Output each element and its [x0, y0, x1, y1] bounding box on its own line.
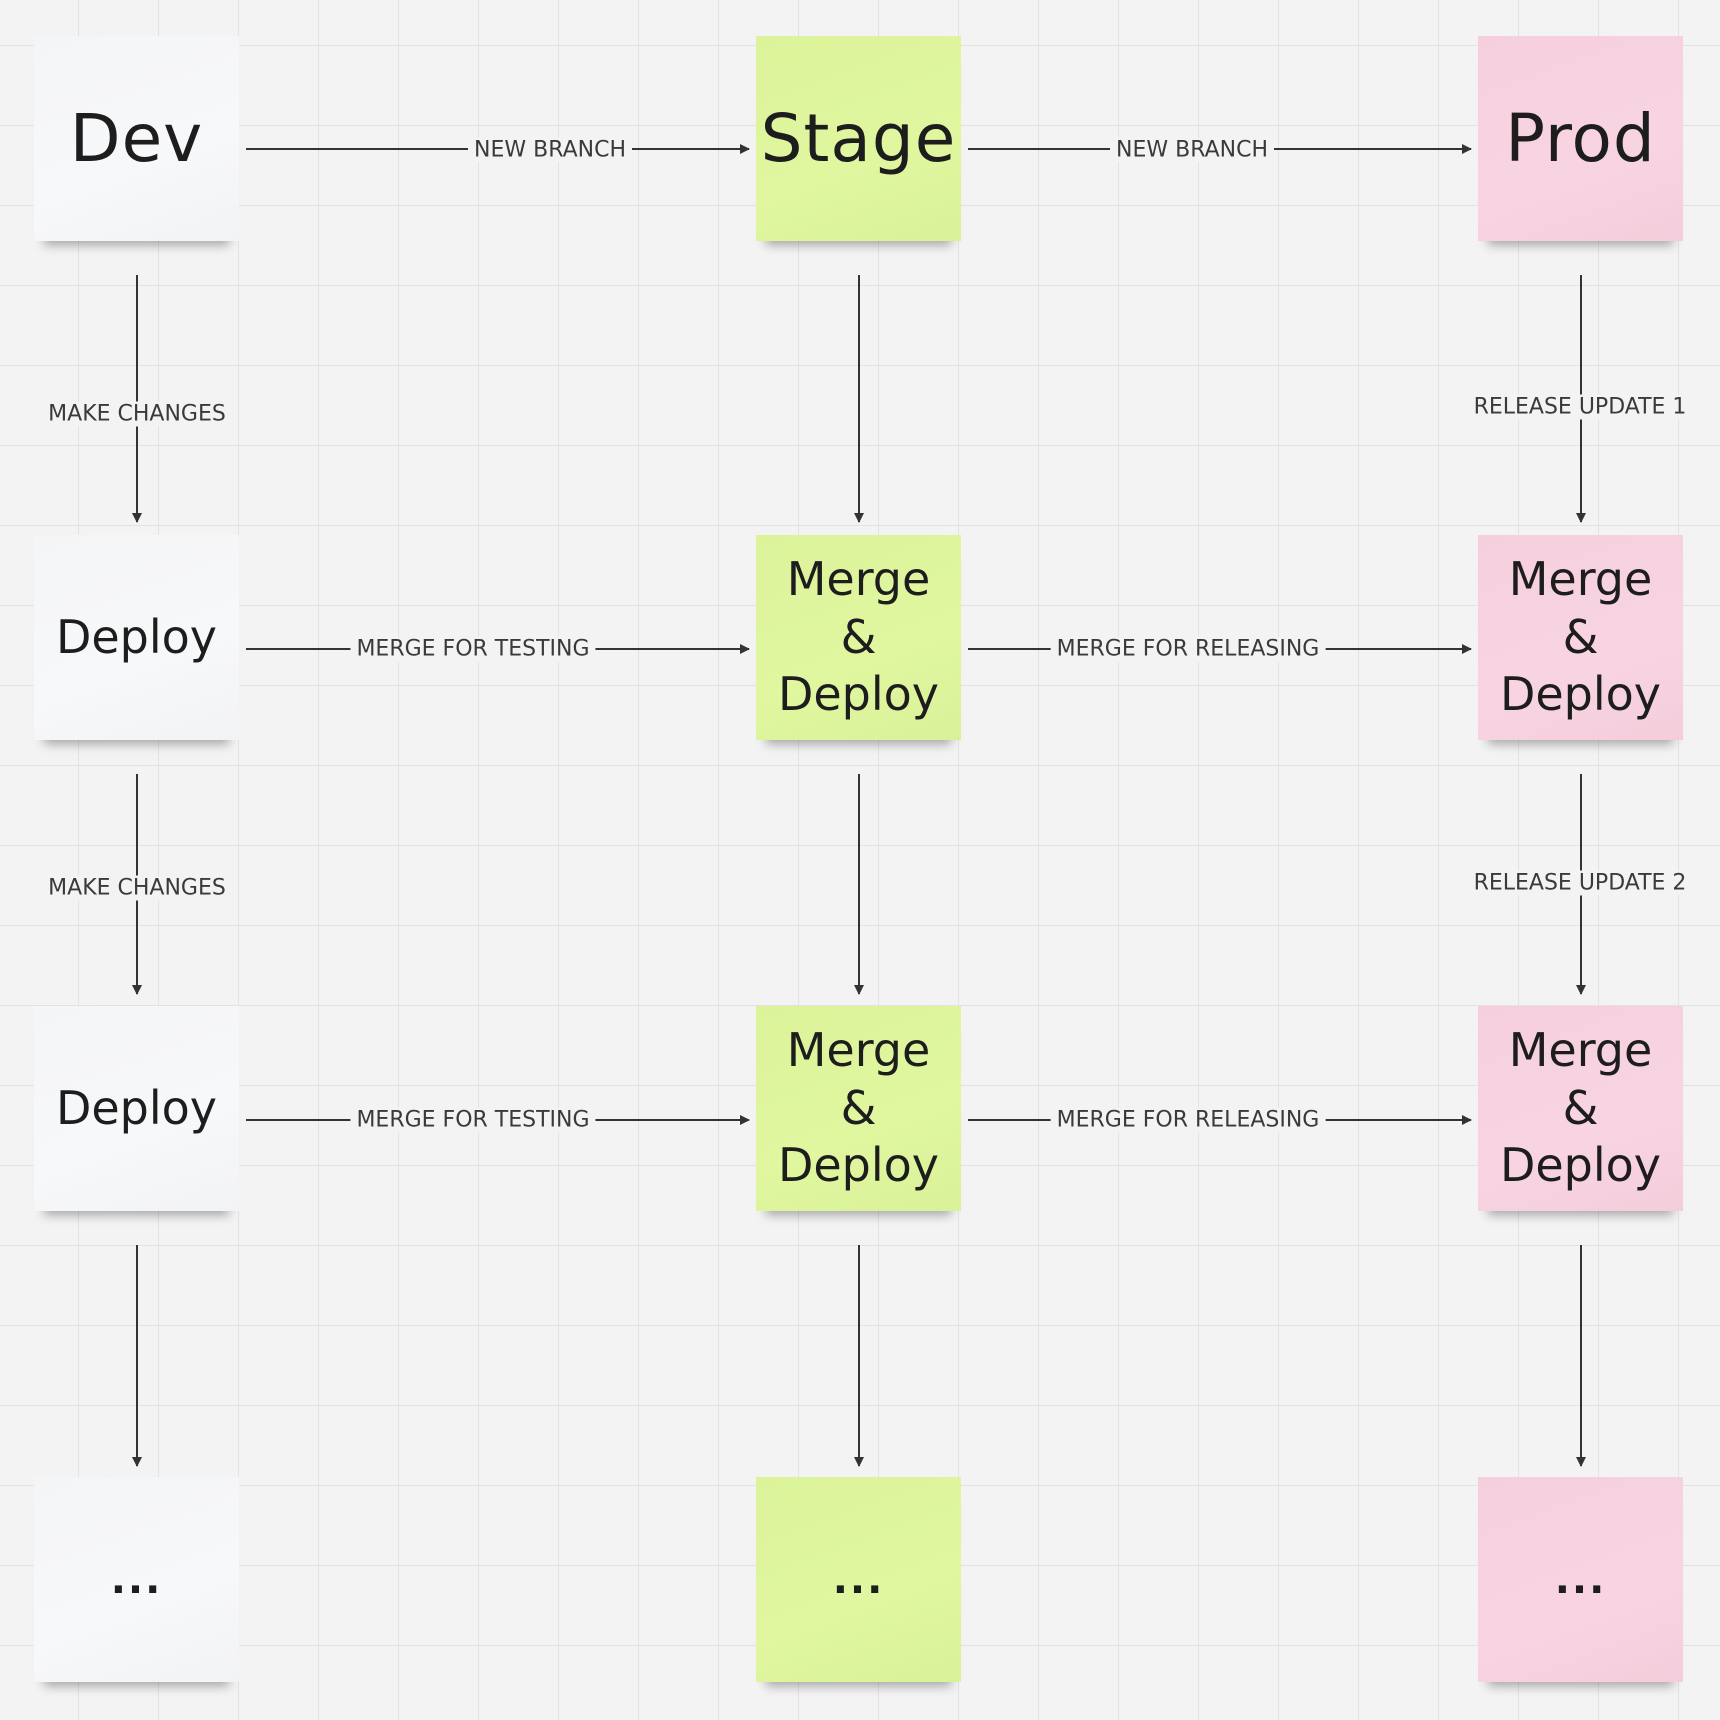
- sticky-note-text: Merge & Deploy: [777, 1023, 940, 1193]
- label-merge-for-testing-row2[interactable]: MERGE FOR TESTING: [350, 636, 596, 662]
- sticky-note-text: Deploy: [55, 609, 218, 664]
- sticky-note-prod-merge-deploy-1[interactable]: Merge & Deploy: [1478, 535, 1683, 740]
- sticky-note-stage-merge-deploy-1[interactable]: Merge & Deploy: [756, 535, 961, 740]
- sticky-note-text: Prod: [1505, 100, 1656, 177]
- label-release-update-1[interactable]: RELEASE UPDATE 1: [1467, 394, 1693, 420]
- label-merge-for-releasing-row2[interactable]: MERGE FOR RELEASING: [1050, 636, 1326, 662]
- sticky-note-dev-deploy-2[interactable]: Deploy: [34, 1006, 239, 1211]
- sticky-note-dev[interactable]: Dev: [34, 36, 239, 241]
- sticky-note-text: Dev: [69, 100, 204, 177]
- sticky-note-prod-more[interactable]: ...: [1478, 1477, 1683, 1682]
- sticky-note-prod[interactable]: Prod: [1478, 36, 1683, 241]
- sticky-note-prod-merge-deploy-2[interactable]: Merge & Deploy: [1478, 1006, 1683, 1211]
- sticky-note-dev-deploy-1[interactable]: Deploy: [34, 535, 239, 740]
- sticky-note-stage[interactable]: Stage: [756, 36, 961, 241]
- sticky-note-text: Merge & Deploy: [1499, 552, 1662, 722]
- sticky-note-text: Merge & Deploy: [1499, 1023, 1662, 1193]
- label-merge-for-releasing-row3[interactable]: MERGE FOR RELEASING: [1050, 1107, 1326, 1133]
- label-new-branch-stage-prod[interactable]: NEW BRANCH: [1109, 137, 1275, 163]
- sticky-note-stage-merge-deploy-2[interactable]: Merge & Deploy: [756, 1006, 961, 1211]
- label-make-changes-1[interactable]: MAKE CHANGES: [42, 401, 232, 427]
- sticky-note-text: Merge & Deploy: [777, 552, 940, 722]
- sticky-note-text: Stage: [760, 100, 957, 177]
- label-merge-for-testing-row3[interactable]: MERGE FOR TESTING: [350, 1107, 596, 1133]
- label-release-update-2[interactable]: RELEASE UPDATE 2: [1467, 870, 1693, 896]
- label-new-branch-dev-stage[interactable]: NEW BRANCH: [467, 137, 633, 163]
- sticky-note-dev-more[interactable]: ...: [34, 1477, 239, 1682]
- sticky-note-stage-more[interactable]: ...: [756, 1477, 961, 1682]
- sticky-note-text: ...: [832, 1556, 885, 1603]
- sticky-note-text: ...: [1554, 1556, 1607, 1603]
- label-make-changes-2[interactable]: MAKE CHANGES: [42, 875, 232, 901]
- sticky-note-text: ...: [110, 1556, 163, 1603]
- sticky-note-text: Deploy: [55, 1080, 218, 1135]
